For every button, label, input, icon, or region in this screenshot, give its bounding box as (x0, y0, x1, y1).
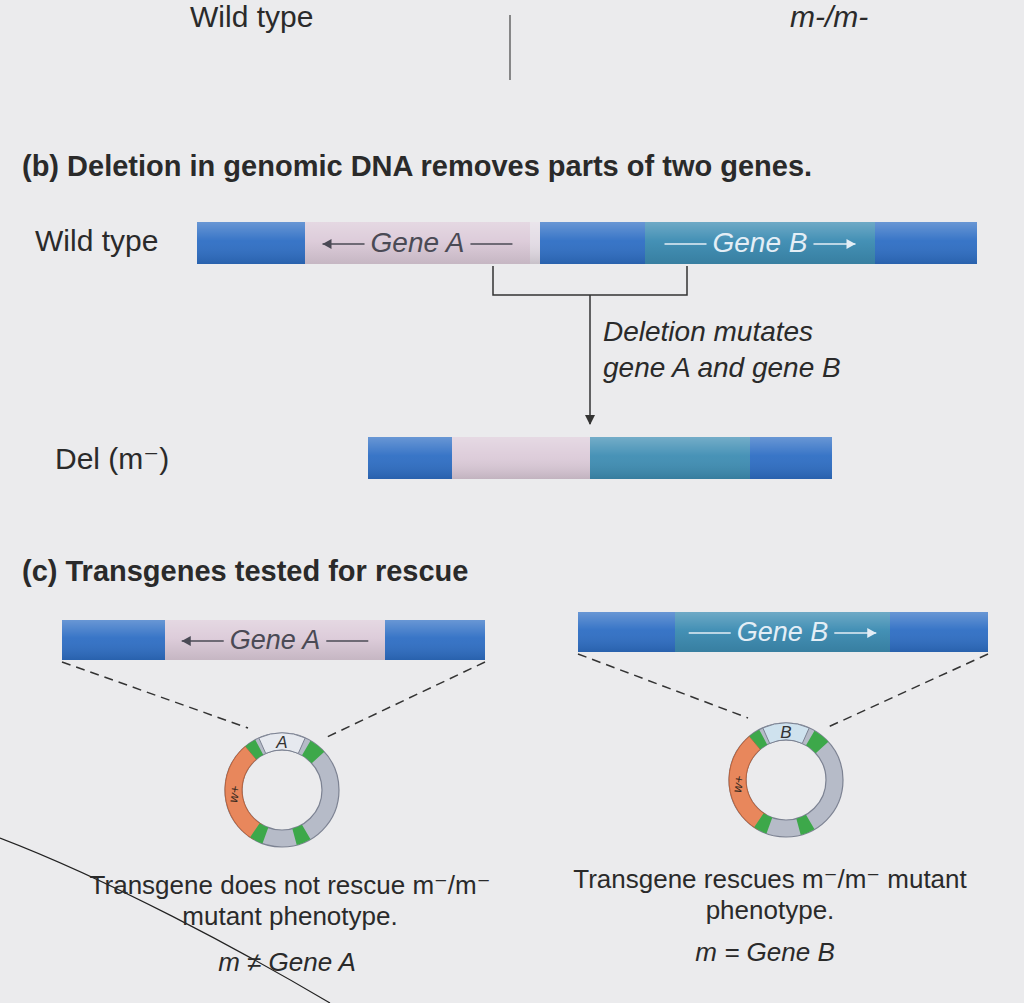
conclusion-label: m = Gene B (615, 936, 915, 969)
insertion-dashes (62, 654, 988, 738)
transgene-a-dna (62, 620, 485, 660)
result-caption: Transgene does not rescue m⁻/m⁻ mutant p… (65, 870, 515, 932)
insert-label: B (780, 723, 791, 740)
deletion-arrow (589, 295, 591, 424)
insert-label: A (276, 733, 287, 750)
marker-gene-label: w+ (730, 775, 746, 794)
transgene-b-dna (578, 612, 988, 652)
plasmid-vector: Bw+ (716, 710, 856, 850)
gene-name: Gene A (230, 625, 321, 656)
marker-gene-label: w+ (226, 785, 242, 804)
genotype-label: m-/m- (790, 0, 868, 36)
top-label: Wild type (190, 0, 313, 36)
gene-name: Gene B (737, 617, 829, 648)
result-caption: Transgene rescues m⁻/m⁻ mutant phenotype… (545, 864, 995, 926)
row-label: Del (m⁻) (55, 440, 169, 478)
divider-line (509, 15, 510, 80)
conclusion-label: m ≠ Gene A (137, 946, 437, 979)
gene-name: Gene A (371, 227, 465, 259)
gene-name: Gene B (713, 227, 808, 259)
deletion-note: Deletion mutates gene A and gene B (603, 314, 873, 387)
gene-a-segment: Gene A (165, 620, 385, 660)
deletion-bracket (493, 266, 687, 295)
deletion-dna (368, 437, 832, 479)
gene-b-segment: Gene B (675, 612, 890, 652)
section-heading: (c) Transgenes tested for rescue (22, 553, 1017, 589)
row-label: Wild type (35, 222, 158, 260)
gene-b-segment: Gene B (645, 222, 875, 264)
gene-a-segment: Gene A (305, 222, 530, 264)
section-heading: (b) Deletion in genomic DNA removes part… (22, 148, 1017, 184)
wildtype-dna (197, 222, 977, 264)
plasmid-vector: Aw+ (212, 720, 352, 860)
